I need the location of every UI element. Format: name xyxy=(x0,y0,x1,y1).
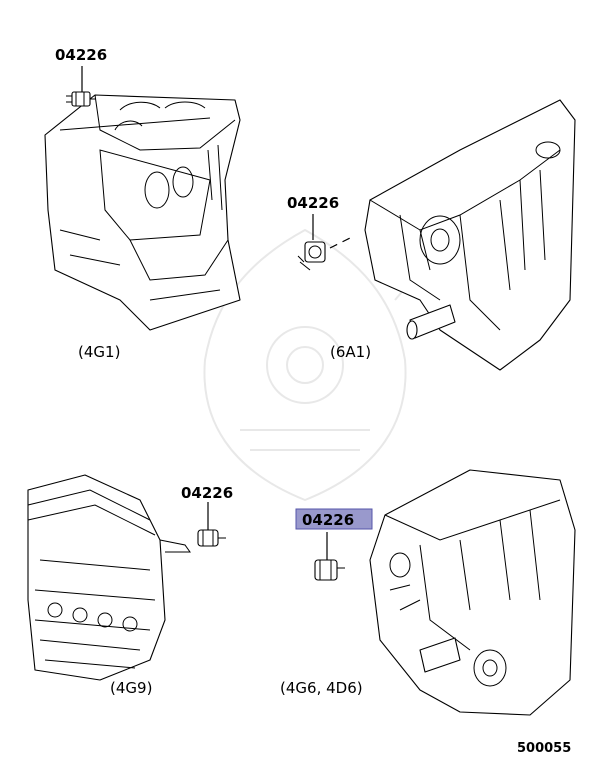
part-code-label-selected[interactable]: 04226 xyxy=(302,511,354,529)
engine-block-4g9 xyxy=(27,474,191,681)
sensor-04226-4g1 xyxy=(66,66,96,107)
engine-label-4g9: (4G9) xyxy=(110,679,152,697)
engine-label-4g6-4d6: (4G6, 4D6) xyxy=(280,679,363,697)
engine-label-6a1: (6A1) xyxy=(330,343,371,361)
engine-label-4g1: (4G1) xyxy=(78,343,120,361)
engine-block-4g1 xyxy=(44,94,241,331)
sensor-04226-4g9 xyxy=(197,502,226,547)
part-code-label: 04226 xyxy=(287,194,339,212)
sensor-04226-4g6-4d6 xyxy=(314,532,345,581)
sensor-04226-6a1 xyxy=(297,214,351,271)
part-code-label: 04226 xyxy=(55,46,107,64)
figure-number: 500055 xyxy=(517,741,571,756)
engine-block-6a1 xyxy=(364,99,576,371)
part-code-label: 04226 xyxy=(181,484,233,502)
selected-part-highlight[interactable] xyxy=(295,508,373,530)
engine-block-4g6-4d6 xyxy=(369,469,576,716)
